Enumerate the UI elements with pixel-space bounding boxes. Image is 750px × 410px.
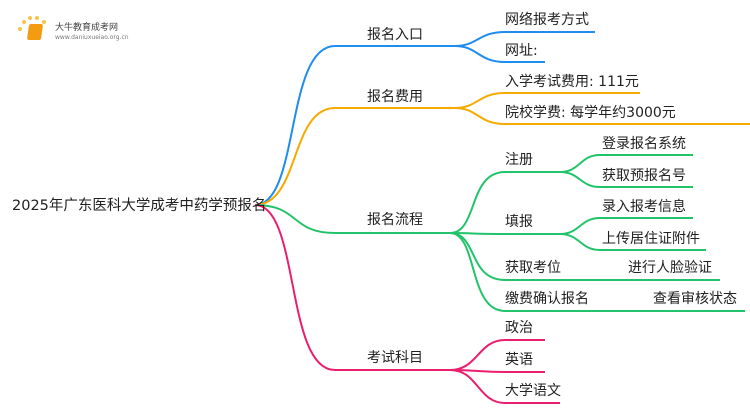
node-tuition: 院校学费: 每学年约3000元 <box>505 105 676 121</box>
node-login: 登录报名系统 <box>602 136 686 152</box>
node-entry: 报名入口 <box>367 27 423 43</box>
node-process: 报名流程 <box>367 212 423 228</box>
node-english: 英语 <box>505 352 533 368</box>
node-subjects: 考试科目 <box>367 350 423 366</box>
node-check-status: 查看审核状态 <box>653 291 737 307</box>
branch-lines-subjects <box>254 204 560 404</box>
logo: 大牛教育成考网 www.daniuxueiao.org.cn <box>18 16 148 46</box>
branch-lines-process <box>254 154 745 312</box>
root-node: 2025年广东医科大学成考中药学预报名 <box>12 198 267 214</box>
logo-title: 大牛教育成考网 <box>55 23 119 33</box>
node-upload: 上传居住证附件 <box>602 231 700 247</box>
node-pay: 缴费确认报名 <box>505 291 589 307</box>
node-get-seat: 获取考位 <box>505 260 561 276</box>
node-face-verify: 进行人脸验证 <box>628 260 712 276</box>
branch-lines-fee <box>254 92 750 206</box>
node-online-method: 网络报考方式 <box>505 12 589 28</box>
node-politics: 政治 <box>505 320 533 336</box>
node-fill: 填报 <box>505 214 533 230</box>
logo-url: www.daniuxueiao.org.cn <box>55 34 129 41</box>
node-prereg-number: 获取预报名号 <box>602 168 686 184</box>
node-website: 网址: <box>505 43 538 59</box>
node-enter-info: 录入报考信息 <box>602 199 686 215</box>
node-register: 注册 <box>505 152 533 168</box>
node-chinese: 大学语文 <box>505 383 561 399</box>
branch-lines-entry <box>254 31 595 206</box>
node-exam-fee: 入学考试费用: 111元 <box>505 74 639 90</box>
node-fee: 报名费用 <box>367 89 423 105</box>
